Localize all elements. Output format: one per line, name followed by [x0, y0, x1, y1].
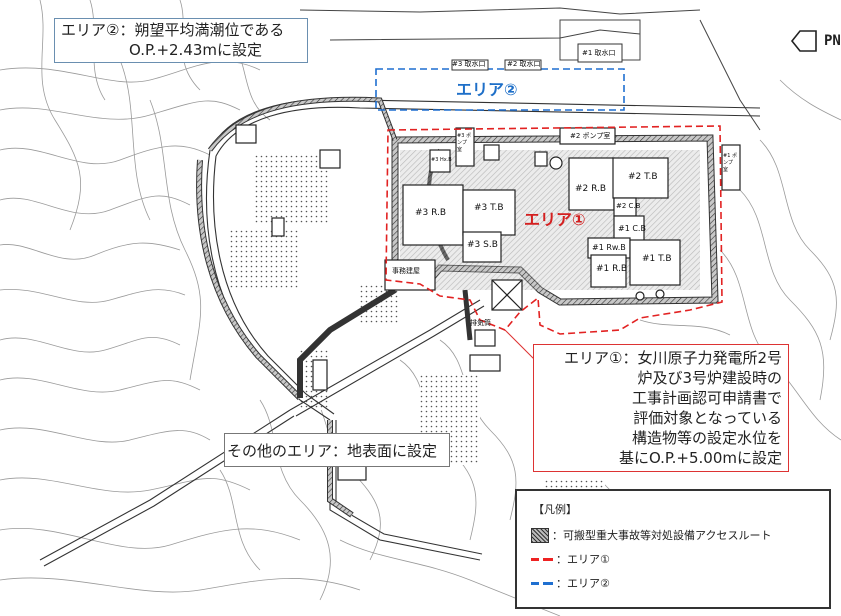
legend-label: ：エリア②	[556, 577, 610, 590]
label-intake3: #3 取水口	[452, 60, 486, 68]
other-area-note: その他のエリア：地表面に設定	[224, 433, 450, 467]
label-office: 事務建屋	[392, 267, 420, 275]
label-1rwb: #1 Rw.B	[592, 243, 626, 252]
label-1cb: #1 C.B	[618, 224, 646, 233]
other-area-note-text: その他のエリア：地表面に設定	[227, 442, 438, 460]
label-pump2: #2 ポンプ室	[570, 132, 611, 140]
label-pump1: #1 ポンプ室	[723, 153, 737, 173]
building-3tb	[462, 189, 516, 236]
intakes	[451, 43, 623, 71]
label-intake1: #1 取水口	[582, 49, 616, 57]
area2-note-line2: O.P.+2.43mに設定	[129, 41, 263, 59]
label-2rb: #2 R.B	[575, 184, 607, 194]
blue-dash-icon	[531, 581, 553, 585]
label-exhaust: 排気筒	[470, 319, 491, 327]
area2-boundary	[375, 68, 625, 111]
area2-note: エリア②：朔望平均満潮位である O.P.+2.43mに設定	[54, 18, 308, 63]
label-2tb: #2 T.B	[628, 172, 658, 182]
label-2cb: #2 C.B	[616, 202, 641, 210]
label-1rb: #1 R.B	[596, 264, 628, 274]
north-label: PN	[824, 33, 841, 49]
area1-boundary	[385, 125, 723, 335]
area2-map-label: エリア②	[456, 80, 518, 99]
label-3rb: #3 R.B	[415, 208, 447, 218]
building-1rb	[590, 254, 627, 288]
building-2rb	[568, 157, 615, 211]
building-3rb	[402, 184, 464, 246]
area1-map-label: エリア①	[524, 210, 586, 229]
building-2tb	[612, 157, 669, 199]
area1-note-line: 基にO.P.+5.00mに設定	[618, 449, 782, 467]
label-3hxb: #3 Hx.B	[431, 157, 452, 163]
building-1tb	[629, 239, 681, 286]
label-intake2: #2 取水口	[507, 60, 541, 68]
north-indicator: PN	[790, 28, 841, 54]
label-1tb: #1 T.B	[642, 254, 672, 264]
building-1cb	[613, 215, 645, 242]
legend-item-access-route: ：可搬型重大事故等対処設備アクセスルート	[531, 527, 771, 543]
area1-note-line: 炉及び3号炉建設時の	[637, 369, 782, 387]
building-3hxb	[429, 149, 451, 173]
legend-title: 【凡例】	[533, 503, 577, 516]
building-pump1	[721, 144, 741, 191]
area1-note-line: 評価対象となっている	[633, 409, 782, 427]
hatched-box-icon	[531, 527, 549, 543]
legend-label: ：可搬型重大事故等対処設備アクセスルート	[552, 529, 772, 542]
legend-label: ：エリア①	[556, 553, 610, 566]
area1-leader	[504, 329, 536, 361]
area1-note-line: 構造物等の設定水位を	[631, 429, 782, 447]
red-dash-icon	[531, 557, 553, 561]
label-pump3: #3 ポンプ室	[457, 133, 471, 153]
legend-item-area1: ：エリア①	[531, 551, 610, 567]
area1-note: エリア①：女川原子力発電所2号 炉及び3号炉建設時の 工事計画認可申請書で 評価…	[533, 344, 789, 472]
label-3sb: #3 S.B	[467, 240, 498, 250]
building-office	[384, 259, 436, 291]
north-arrow-icon	[790, 30, 817, 52]
building-3sb	[462, 231, 502, 263]
map-legend: 【凡例】 ：可搬型重大事故等対処設備アクセスルート ：エリア① ：エリア②	[515, 489, 831, 609]
area2-note-line1: エリア②：朔望平均満潮位である	[61, 21, 285, 39]
building-pump3	[455, 127, 475, 167]
shoreline	[299, 7, 761, 131]
buildings	[235, 124, 741, 481]
legend-item-area2: ：エリア②	[531, 575, 610, 591]
area1-note-line: 工事計画認可申請書で	[631, 389, 782, 407]
area1-note-line: エリア①：女川原子力発電所2号	[564, 349, 782, 367]
label-3tb: #3 T.B	[474, 203, 504, 213]
